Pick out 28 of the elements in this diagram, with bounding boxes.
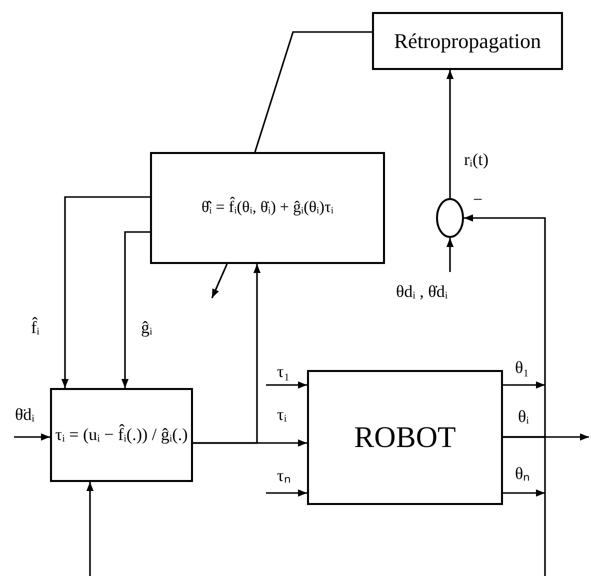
- arrow: [464, 214, 546, 438]
- edge-label: θₙ: [514, 464, 532, 483]
- arrow: [211, 264, 228, 298]
- arrow: [446, 70, 454, 198]
- edge-label: θ̈dᵢ: [14, 405, 36, 424]
- arrow: [446, 238, 454, 272]
- edge-label: θᵢ: [517, 407, 530, 426]
- arrow: [503, 489, 545, 497]
- process-box: Rétropropagation: [372, 12, 563, 70]
- edge-label: rᵢ(t): [463, 150, 490, 169]
- connector-line: [503, 436, 546, 576]
- arrow: [503, 381, 545, 389]
- connector-line: [254, 31, 372, 152]
- arrow: [86, 482, 94, 576]
- arrow: [121, 231, 150, 388]
- arrow: [193, 439, 307, 447]
- arrow: [14, 433, 50, 441]
- edge-label: θ₁: [514, 358, 530, 377]
- edge-label: f̂ᵢ: [30, 318, 40, 337]
- arrow: [266, 381, 307, 389]
- edge-label: θdᵢ , θ̇dᵢ: [395, 282, 449, 301]
- arrow: [61, 196, 150, 388]
- arrow: [266, 489, 307, 497]
- controller-box: τᵢ = (uᵢ − f̂ᵢ(.)) / ĝᵢ(.): [50, 388, 193, 482]
- model-box: θ̈̂ᵢ = f̂ᵢ(θᵢ, θ̇ᵢ) + ĝᵢ(θᵢ)τᵢ: [150, 152, 385, 264]
- summing-junction: [436, 198, 464, 238]
- edge-label: ĝᵢ: [140, 318, 154, 337]
- robot-box: ROBOT: [307, 370, 503, 505]
